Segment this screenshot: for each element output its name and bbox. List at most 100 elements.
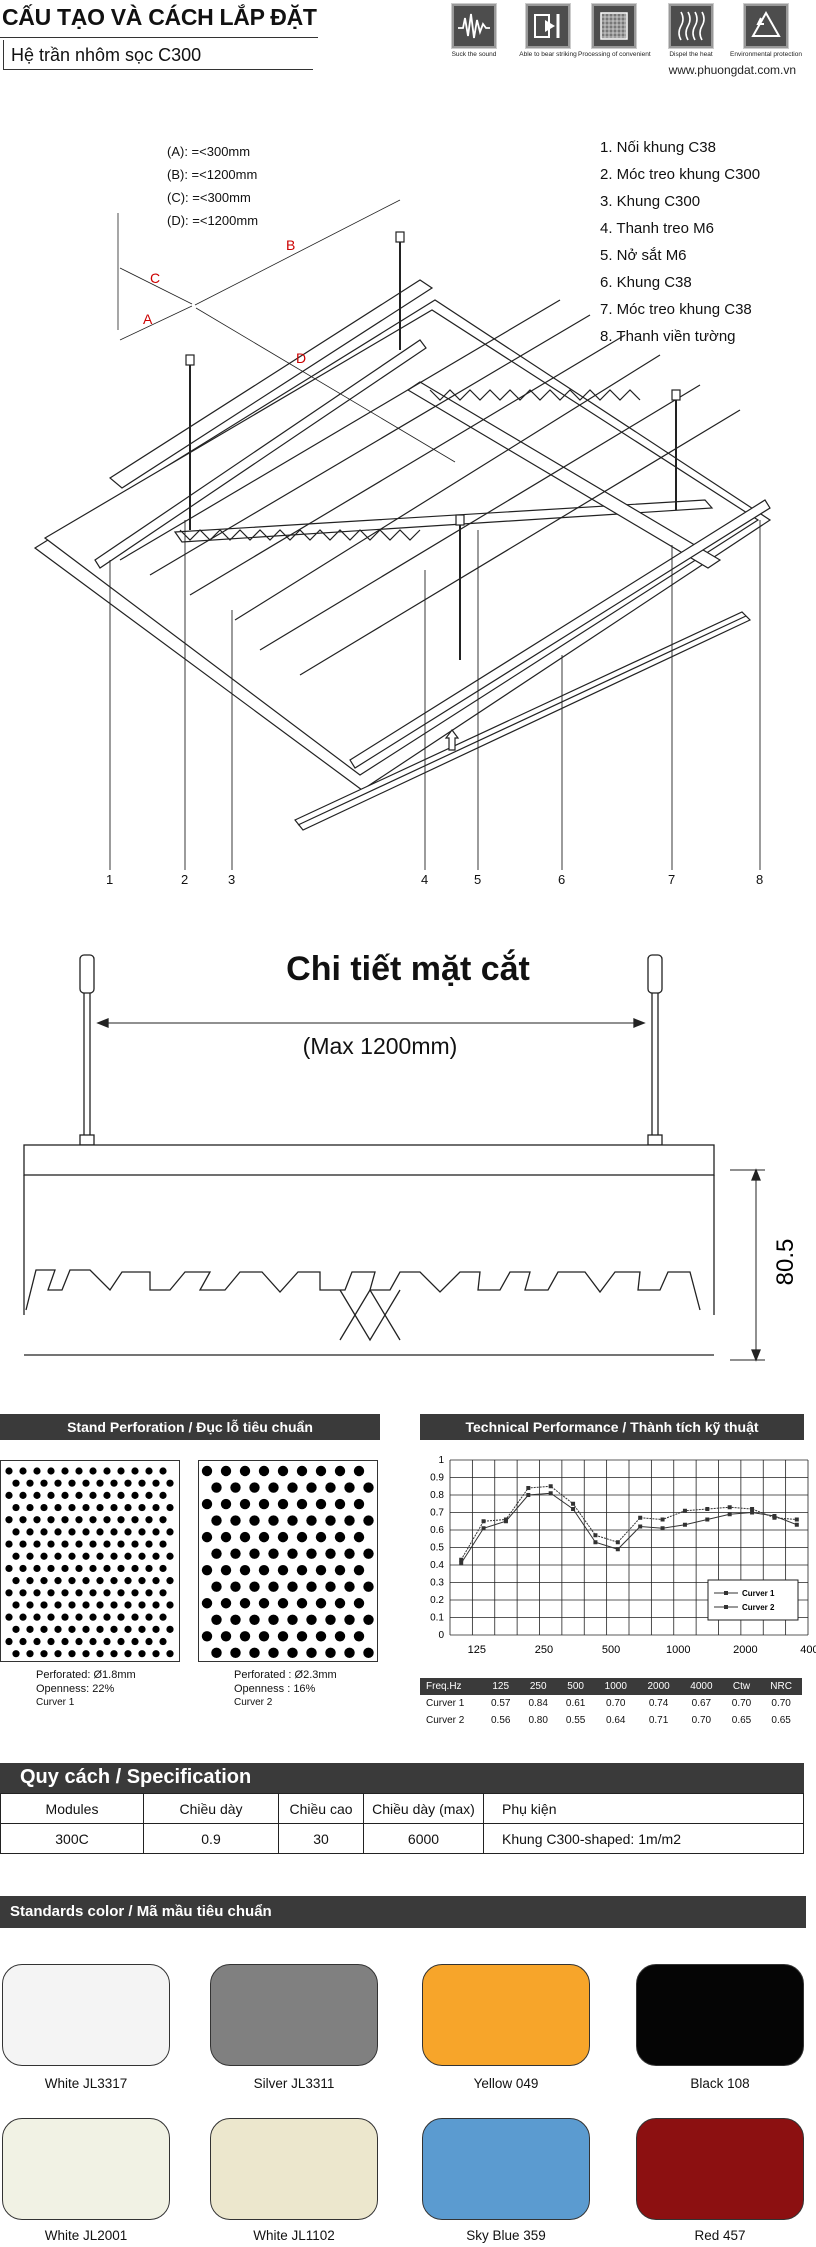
table-cell: Curver 1 <box>426 1698 465 1709</box>
perforation-hole <box>363 1515 374 1526</box>
perforation-hole <box>40 1503 48 1512</box>
perforation-hole <box>47 1589 55 1597</box>
perforation-hole <box>54 1528 62 1536</box>
perforation-hole <box>61 1613 69 1621</box>
perforation-hole <box>145 1613 153 1621</box>
series-point <box>638 1524 643 1529</box>
perforation-hole <box>306 1548 317 1559</box>
perforation-hole <box>40 1601 48 1609</box>
perforation-diameter: Perforated: Ø1.8mm <box>36 1669 136 1681</box>
perforation-hole <box>110 1601 118 1609</box>
feature-environment: Environmental protection <box>730 4 802 58</box>
perforation-hole <box>89 1637 97 1646</box>
perforation-hole <box>33 1613 41 1621</box>
perforation-hole <box>82 1552 90 1560</box>
color-swatch <box>422 1964 590 2066</box>
colors-header: Standards color / Mã mầu tiêu chuẩn <box>0 1896 806 1928</box>
perforation-hole <box>230 1581 241 1592</box>
series-point <box>705 1517 710 1522</box>
perforation-hole <box>110 1479 118 1487</box>
perforation-hole <box>5 1613 13 1621</box>
color-swatch <box>422 2118 590 2220</box>
table-cell: Curver 2 <box>426 1715 465 1726</box>
perforation-hole <box>258 1598 270 1609</box>
perforation-hole <box>96 1650 104 1658</box>
perforation-hole <box>110 1528 118 1536</box>
perforation-hole <box>363 1647 374 1659</box>
perforation-hole <box>82 1479 90 1487</box>
perforation-hole <box>117 1491 125 1499</box>
perforation-hole <box>68 1650 76 1658</box>
x-tick-label: 2000 <box>733 1644 757 1656</box>
perforation-hole <box>124 1503 132 1512</box>
callout-number: 7 <box>668 872 675 887</box>
table-row: Curver 1 0.57 0.84 0.61 0.70 0.74 0.67 0… <box>420 1695 802 1712</box>
table-header-cell: Ctw <box>722 1678 761 1695</box>
perforation-hole <box>117 1564 125 1573</box>
perforation-hole <box>258 1531 270 1543</box>
perforation-hole <box>344 1647 355 1659</box>
table-header-cell: 125 <box>482 1678 520 1695</box>
callout-number: 5 <box>474 872 481 887</box>
perforation-openness: Openness: 22% <box>36 1683 115 1695</box>
perforation-hole <box>26 1625 34 1633</box>
perforation-hole <box>68 1503 76 1512</box>
series-point <box>750 1510 755 1515</box>
x-tick-label: 1000 <box>666 1644 690 1656</box>
legend-marker <box>724 1605 728 1609</box>
table-row: 300C 0.9 30 6000 Khung C300-shaped: 1m/m… <box>0 1823 804 1854</box>
perforation-hole <box>103 1467 111 1475</box>
perforation-hole <box>131 1540 139 1548</box>
perforation-hole <box>5 1540 13 1548</box>
perforation-hole <box>249 1482 260 1493</box>
perforation-hole <box>12 1625 20 1633</box>
perforation-hole <box>211 1482 222 1493</box>
table-cell: 0.65 <box>771 1715 791 1726</box>
callout-number: 1 <box>106 872 113 887</box>
perforation-hole <box>54 1625 62 1633</box>
perforation-hole <box>230 1548 241 1559</box>
feature-caption: Able to bear striking <box>519 51 577 58</box>
website-url: www.phuongdat.com.vn <box>668 63 796 77</box>
perforation-hole <box>277 1498 289 1510</box>
perforation-hole <box>334 1531 346 1543</box>
series-point <box>638 1515 643 1520</box>
dimension-item: (B): =<1200mm <box>167 167 258 182</box>
perforation-hole <box>296 1465 308 1477</box>
page-title: CẤU TẠO VÀ CÁCH LẮP ĐẶT <box>2 4 317 30</box>
perforation-hole <box>344 1581 355 1592</box>
perforation-hole <box>220 1498 232 1510</box>
perforation-hole <box>159 1540 167 1548</box>
y-tick-label: 0.1 <box>430 1613 444 1624</box>
perforation-hole <box>230 1482 241 1493</box>
perforation-hole <box>249 1581 260 1592</box>
perforation-hole <box>239 1564 251 1576</box>
perforation-hole <box>89 1564 97 1573</box>
table-header-cell: Modules <box>0 1793 144 1824</box>
perforation-hole <box>33 1540 41 1548</box>
series-point <box>593 1540 598 1545</box>
feature-dispel-heat: Dispel the heat <box>655 4 727 58</box>
table-cell: Khung C300-shaped: 1m/m2 <box>483 1823 804 1854</box>
perforation-hole <box>145 1637 153 1646</box>
perforation-hole <box>138 1650 146 1658</box>
perforation-hole <box>201 1465 213 1477</box>
parts-list: 1. Nối khung C38 2. Móc treo khung C300 … <box>600 134 760 350</box>
perforation-hole <box>315 1465 327 1477</box>
perforation-hole <box>334 1598 346 1609</box>
perforation-hole <box>61 1589 69 1597</box>
perforation-hole <box>363 1581 374 1592</box>
table-header-row: Modules Chiều dày Chiều cao Chiều dày (m… <box>0 1793 804 1824</box>
perforation-hole <box>201 1531 213 1543</box>
perforation-hole <box>211 1515 222 1526</box>
perforation-hole <box>40 1528 48 1536</box>
perforation-hole <box>110 1552 118 1560</box>
perforation-hole <box>103 1491 111 1499</box>
perforation-hole <box>220 1465 232 1477</box>
table-cell: 0.65 <box>731 1715 752 1726</box>
perforation-hole <box>353 1498 365 1510</box>
perforation-hole <box>96 1528 104 1536</box>
perforation-hole <box>12 1650 20 1658</box>
perforation-hole <box>249 1548 260 1559</box>
table-cell: 0.67 <box>691 1698 712 1709</box>
